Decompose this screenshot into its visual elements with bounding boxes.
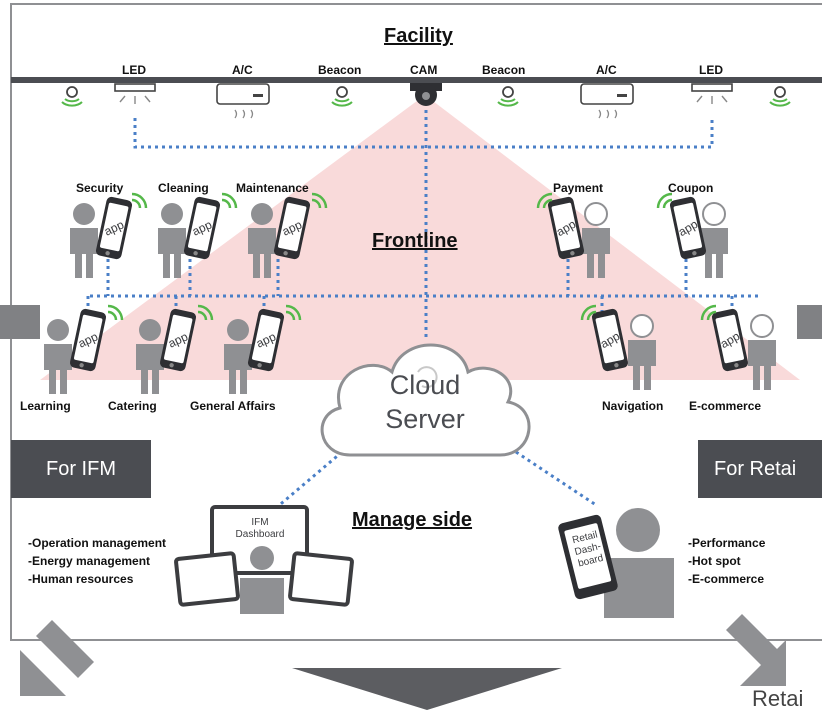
device-label: CAM	[410, 63, 438, 77]
cloud-server-label: Cloud Server	[360, 368, 490, 436]
role-label: General Affairs	[190, 399, 276, 413]
ifm-banner: For IFM	[11, 440, 151, 498]
device-label: A/C	[596, 63, 617, 77]
camera-coverage-triangle	[40, 95, 800, 380]
role-label: Cleaning	[158, 181, 209, 195]
list-item: -Energy management	[28, 554, 151, 568]
list-item: -Hot spot	[688, 554, 741, 568]
role-label: Learning	[20, 399, 71, 413]
list-item: -Performance	[688, 536, 766, 550]
right-side-tab	[797, 305, 822, 339]
cloud-line-1: Cloud	[389, 370, 461, 400]
role-label: Coupon	[668, 181, 714, 195]
ifm-dashboard-icon	[174, 505, 354, 614]
retail-bottom-label: Retai	[752, 686, 804, 711]
cloud-server-icon	[320, 343, 531, 457]
manage-side-title: Manage side	[352, 509, 473, 531]
facility-title: Facility	[384, 25, 453, 47]
device-label: Beacon	[318, 63, 362, 77]
device-label: A/C	[232, 63, 253, 77]
down-left-arrow-shaft	[36, 620, 94, 678]
role-label: Catering	[108, 399, 157, 413]
down-right-arrow-icon	[740, 640, 786, 686]
retail-function-list: -Performance -Hot spot -E-commerce	[688, 534, 765, 588]
device-label: LED	[122, 63, 146, 77]
device-label: LED	[699, 63, 723, 77]
down-left-arrow-icon	[20, 650, 66, 696]
retail-dashboard-icon	[558, 508, 674, 618]
list-item: -Operation management	[28, 536, 167, 550]
role-label: Maintenance	[236, 181, 309, 195]
ifm-function-list: -Operation management -Energy management…	[28, 534, 166, 588]
role-label: E-commerce	[689, 399, 762, 413]
device-label: Beacon	[482, 63, 526, 77]
role-label: Security	[76, 181, 124, 195]
camera-icon	[410, 83, 442, 106]
role-label: Navigation	[602, 399, 664, 413]
ifm-dashboard-label: IFM Dashboard	[220, 517, 300, 541]
cloud-line-2: Server	[385, 404, 465, 434]
retail-banner: For Retai	[698, 440, 822, 498]
down-right-arrow-shaft	[726, 614, 782, 670]
ifm-dashboard-line-2: Dashboard	[235, 529, 285, 540]
role-label: Payment	[553, 181, 604, 195]
left-side-tab	[0, 305, 40, 339]
frontline-title: Frontline	[372, 230, 458, 252]
ifm-dashboard-line-1: IFM	[251, 517, 269, 528]
ceiling-rail	[11, 77, 822, 83]
list-item: -E-commerce	[688, 572, 765, 586]
list-item: -Human resources	[28, 572, 134, 586]
down-center-arrow-icon	[292, 668, 562, 710]
